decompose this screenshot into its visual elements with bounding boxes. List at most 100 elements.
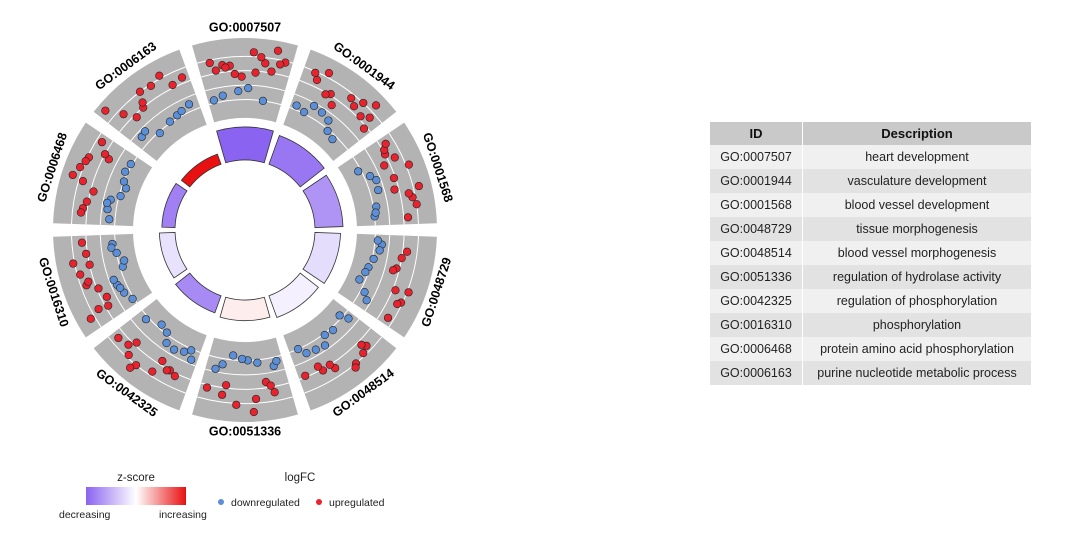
legend: z-score decreasing increasing logFC down… <box>59 472 385 521</box>
upregulated-gene-point <box>135 87 145 96</box>
cell-id: GO:0007507 <box>710 145 803 169</box>
upregulated-gene-point <box>132 338 141 347</box>
upregulated-gene-point <box>237 72 246 81</box>
downregulated-gene-point <box>253 358 262 367</box>
downregulated-gene-point <box>292 101 301 110</box>
grid-arc <box>119 79 191 133</box>
column-header-description: Description <box>802 122 1031 145</box>
upregulated-gene-point <box>155 71 164 80</box>
upregulated-gene-point <box>267 67 276 76</box>
upregulated-gene-point <box>168 80 177 90</box>
grid-arc <box>119 327 191 381</box>
upregulated-gene-point <box>359 98 368 108</box>
downregulated-gene-point <box>328 326 338 335</box>
table-row: GO:0006163 purine nucleotide metabolic p… <box>710 361 1031 385</box>
upregulated-gene-point <box>365 113 374 122</box>
upregulated-gene-point <box>312 75 322 85</box>
upregulated-gene-point <box>84 277 93 286</box>
grid-arc <box>376 235 405 320</box>
downregulated-gene-point <box>371 208 380 217</box>
cell-id: GO:0016310 <box>710 313 803 337</box>
downregulated-gene-point <box>179 347 189 356</box>
downregulated-gene-point <box>272 356 281 366</box>
downregulated-gene-point <box>375 246 384 255</box>
downregulated-gene-point <box>229 351 238 360</box>
upregulated-gene-point <box>100 150 110 159</box>
downregulated-gene-point <box>157 320 166 329</box>
downregulated-gene-point <box>109 275 118 284</box>
grid-arc <box>130 318 196 367</box>
downregulated-gene-point <box>323 126 332 136</box>
upregulated-gene-point <box>357 340 366 349</box>
downregulated-gene-point <box>317 108 327 117</box>
table-row: GO:0048514 blood vessel morphogenesis <box>710 241 1031 265</box>
upregulated-gene-point <box>86 314 95 323</box>
upregulated-gene-point <box>371 101 381 110</box>
downregulated-gene-point <box>311 345 320 354</box>
upregulated-gene-point <box>380 161 389 170</box>
table-row: GO:0001944 vasculature development <box>710 169 1031 193</box>
downregulated-gene-point <box>344 314 353 323</box>
upregulated-gene-point <box>393 299 402 309</box>
upregulated-gene-point <box>78 177 88 186</box>
downregulated-gene-point <box>105 215 114 224</box>
upregulated-gene-point <box>101 106 110 115</box>
upregulated-gene-point <box>414 181 423 191</box>
downregulated-gene-point <box>234 87 243 96</box>
upregulated-gene-point <box>403 213 413 222</box>
zscore-low-label: decreasing <box>59 509 111 521</box>
downregulated-gene-point <box>184 100 194 109</box>
upregulated-gene-point <box>102 292 111 301</box>
table-row: GO:0001568 blood vessel development <box>710 193 1031 217</box>
zscore-bar <box>302 174 344 228</box>
downregulated-gene-point <box>320 330 329 340</box>
upregulated-gene-point <box>390 185 399 194</box>
upregulated-gene-point <box>82 197 91 206</box>
logfc-sector-bg <box>192 38 298 123</box>
go-term-table: ID Description GO:0007507 heart developm… <box>710 122 1031 385</box>
table-row: GO:0042325 regulation of phosphorylation <box>710 289 1031 313</box>
upregulated-gene-point <box>68 170 77 180</box>
grid-arc <box>99 235 126 312</box>
upregulated-gene-point <box>270 388 279 397</box>
downregulated-gene-point <box>374 185 383 195</box>
cell-description: purine nucleotide metabolic process <box>802 361 1031 385</box>
upregulated-gene-point <box>76 208 86 217</box>
upregulated-gene-point <box>146 81 155 90</box>
upregulated-gene-point <box>257 53 266 62</box>
cell-id: GO:0006163 <box>710 361 803 385</box>
upregulated-gene-point <box>94 284 103 293</box>
grid-arc <box>294 93 360 142</box>
upregulated-gene-point <box>351 363 360 372</box>
cell-description: blood vessel development <box>802 193 1031 217</box>
grid-arc <box>85 140 114 225</box>
upregulated-gene-point <box>202 383 212 392</box>
table-row: GO:0006468 protein amino acid phosphoryl… <box>710 337 1031 361</box>
downregulated-gene-point <box>372 176 381 185</box>
zscore-bar <box>268 135 325 188</box>
upregulated-gene-point <box>273 46 283 55</box>
upregulated-gene-point <box>126 363 135 372</box>
upregulated-gene-point <box>221 63 230 72</box>
upregulated-gene-point <box>205 58 214 68</box>
upregulated-gene-point <box>397 253 406 263</box>
downregulated-gene-point <box>320 341 330 350</box>
cell-id: GO:0048514 <box>710 241 803 265</box>
downregulated-gene-point <box>355 275 364 284</box>
upregulated-gene-point <box>311 68 320 77</box>
cell-description: blood vessel morphogenesis <box>802 241 1031 265</box>
upregulated-gene-point <box>81 156 90 166</box>
upregulated-gene-point <box>359 124 369 133</box>
upregulated-gene-point <box>232 400 241 409</box>
upregulated-gene-point <box>347 94 356 103</box>
logfc-scatter-ring <box>53 38 437 422</box>
downregulated-gene-point <box>237 354 247 364</box>
upregulated-gene-point <box>391 286 400 295</box>
downregulated-gene-point <box>293 345 303 354</box>
downregulated-gene-point <box>162 328 171 337</box>
upregulated-gene-point <box>389 173 399 183</box>
cell-description: regulation of hydrolase activity <box>802 265 1031 289</box>
downregulated-gene-point <box>155 129 164 138</box>
cell-description: protein amino acid phosphorylation <box>802 337 1031 361</box>
upregulated-gene-point <box>404 288 413 297</box>
